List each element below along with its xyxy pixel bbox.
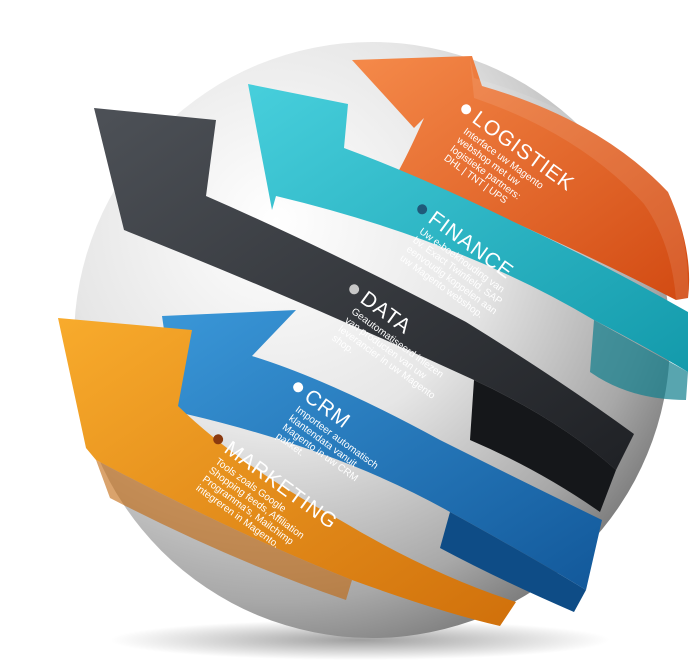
bullet-logistiek-icon <box>461 104 472 115</box>
band-finance <box>248 84 688 400</box>
bullet-finance-icon <box>417 204 428 215</box>
band-crm <box>162 310 602 612</box>
sphere-shadow <box>110 620 610 660</box>
band-logistiek <box>352 56 690 300</box>
bullet-crm-icon <box>293 382 304 393</box>
bullet-data-icon <box>349 284 360 295</box>
band-data <box>94 108 634 512</box>
bullet-marketing-icon <box>213 434 224 445</box>
band-marketing <box>58 318 516 626</box>
